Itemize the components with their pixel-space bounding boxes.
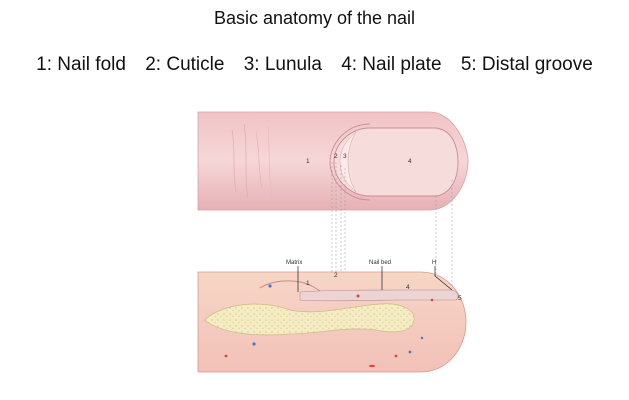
legend-item-distal-groove: 5: Distal groove	[460, 54, 593, 75]
finger-top-view: 1 2 3 4	[197, 111, 469, 211]
top-number-1: 1	[306, 158, 310, 165]
legend: 1: Nail fold 2: Cuticle 3: Lunula 4: Nai…	[0, 54, 629, 76]
nail-fold	[329, 123, 371, 201]
section-number-2: 2	[334, 272, 338, 279]
legend-item-lunula: 3: Lunula	[243, 54, 322, 75]
projection-lines	[331, 162, 453, 296]
diagram-title: Basic anatomy of the nail	[213, 8, 416, 28]
legend-item-nail-plate: 4: Nail plate	[341, 54, 442, 75]
bone	[203, 303, 415, 336]
label-h: H	[432, 260, 436, 266]
cross-section-nail-plate	[299, 289, 459, 302]
lunula	[339, 131, 357, 193]
label-nail-bed: Nail bed	[369, 260, 391, 266]
section-number-1: 1	[306, 280, 310, 287]
top-number-4: 4	[408, 158, 412, 165]
label-matrix: Matrix	[286, 260, 302, 266]
legend-item-cuticle: 2: Cuticle	[145, 54, 225, 75]
top-number-2: 2	[334, 153, 338, 160]
section-number-5: 5	[458, 295, 462, 302]
top-number-3: 3	[343, 153, 347, 160]
legend-item-nail-fold: 1: Nail fold	[36, 54, 126, 75]
section-number-4: 4	[406, 284, 410, 291]
finger-cross-section: Matrix Nail bed H 1 2 4 5	[197, 260, 467, 373]
